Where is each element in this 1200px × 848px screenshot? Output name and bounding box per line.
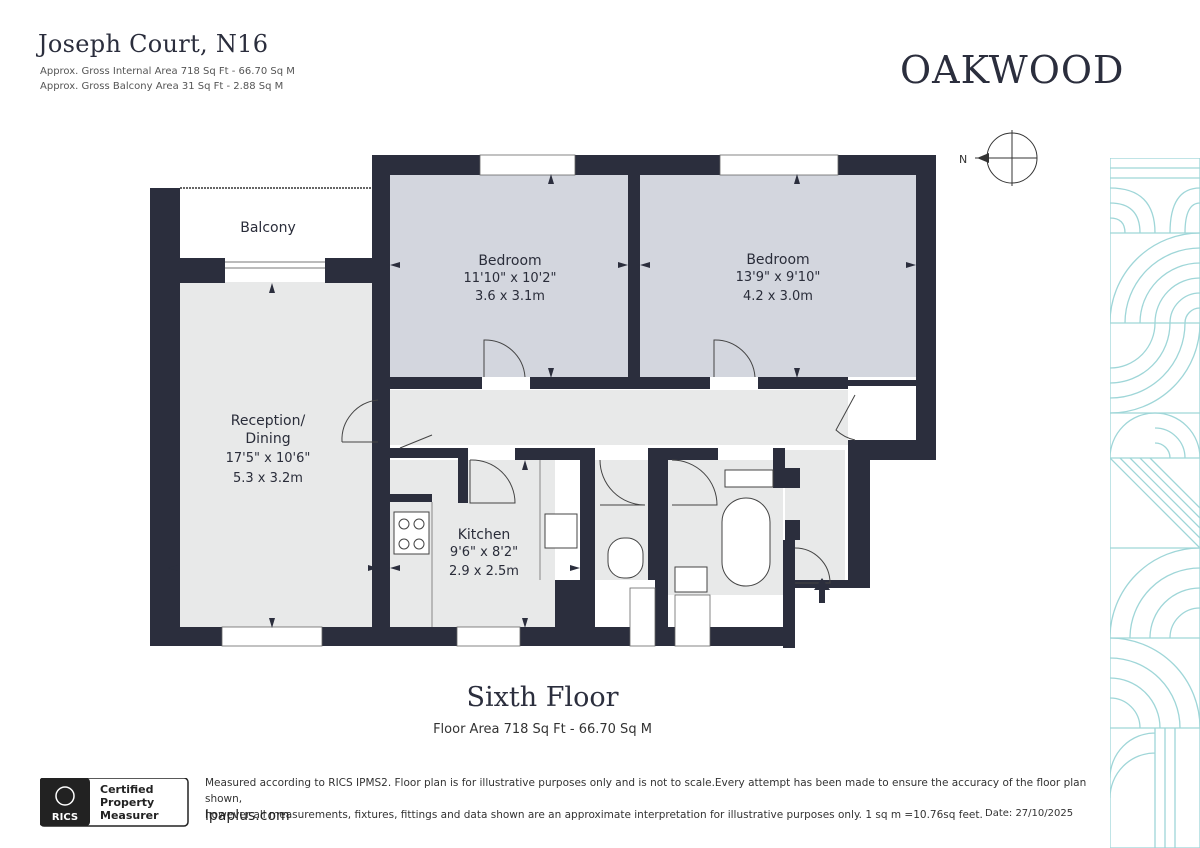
property-title: Joseph Court, N16 [38,30,269,58]
kitchen-metric: 2.9 x 2.5m [449,564,519,579]
bedroom-2-label: Bedroom [746,252,809,268]
floor-title: Sixth Floor [466,682,619,713]
floor-area: Floor Area 718 Sq Ft - 66.70 Sq M [433,722,652,737]
bedroom-2-metric: 4.2 x 3.0m [743,289,813,304]
bedroom-1-area [390,175,628,377]
basin-icon [674,566,708,593]
entrance-arrow-icon [814,578,830,603]
floor-plan: Balcony Bedroom 11'10" x 10'2" 3.6 x 3.1… [150,154,936,648]
compass: N [959,130,1038,186]
reception-label-line2: Dining [245,431,290,447]
brand-logo: OAKWOOD [900,48,1125,92]
plan-date: Date: 27/10/2025 [985,808,1074,819]
disclaimer-line1: Measured according to RICS IPMS2. Floor … [205,777,1087,805]
bedroom-1-imperial: 11'10" x 10'2" [464,271,557,286]
toilet-icon [607,537,644,579]
kitchen-label: Kitchen [458,527,511,543]
disclaimer-line2: however all measurements, fixtures, fitt… [205,809,983,821]
kitchen-sink-icon [544,513,578,549]
reception-imperial: 17'5" x 10'6" [226,451,311,466]
rics-badge-line2: Property [100,796,154,809]
rics-badge: RICS Certified Property Measurer [39,777,190,828]
kitchen-imperial: 9'6" x 8'2" [450,545,518,560]
rics-logo-text: RICS [52,812,78,823]
internal-area-text: Approx. Gross Internal Area 718 Sq Ft - … [40,66,295,77]
bedroom-2-imperial: 13'9" x 9'10" [736,270,821,285]
reception-label-line1: Reception/ [231,413,306,429]
rics-badge-line1: Certified [100,783,153,796]
balcony-area-text: Approx. Gross Balcony Area 31 Sq Ft - 2.… [40,81,284,92]
decorative-pattern [1110,158,1200,848]
bedroom-1-metric: 3.6 x 3.1m [475,289,545,304]
reception-metric: 5.3 x 3.2m [233,471,303,486]
balcony-label: Balcony [240,220,296,236]
bedroom-1-label: Bedroom [478,253,541,269]
compass-north-label: N [959,153,967,166]
disclaimer: Measured according to RICS IPMS2. Floor … [205,775,1105,823]
rics-crest-icon [55,786,75,806]
bathtub-icon [721,497,771,587]
north-arrow-icon [977,153,989,163]
bedroom-2-area [640,175,916,377]
website-link[interactable]: lpaplus.com [205,808,290,824]
rics-badge-line3: Measurer [100,809,159,822]
